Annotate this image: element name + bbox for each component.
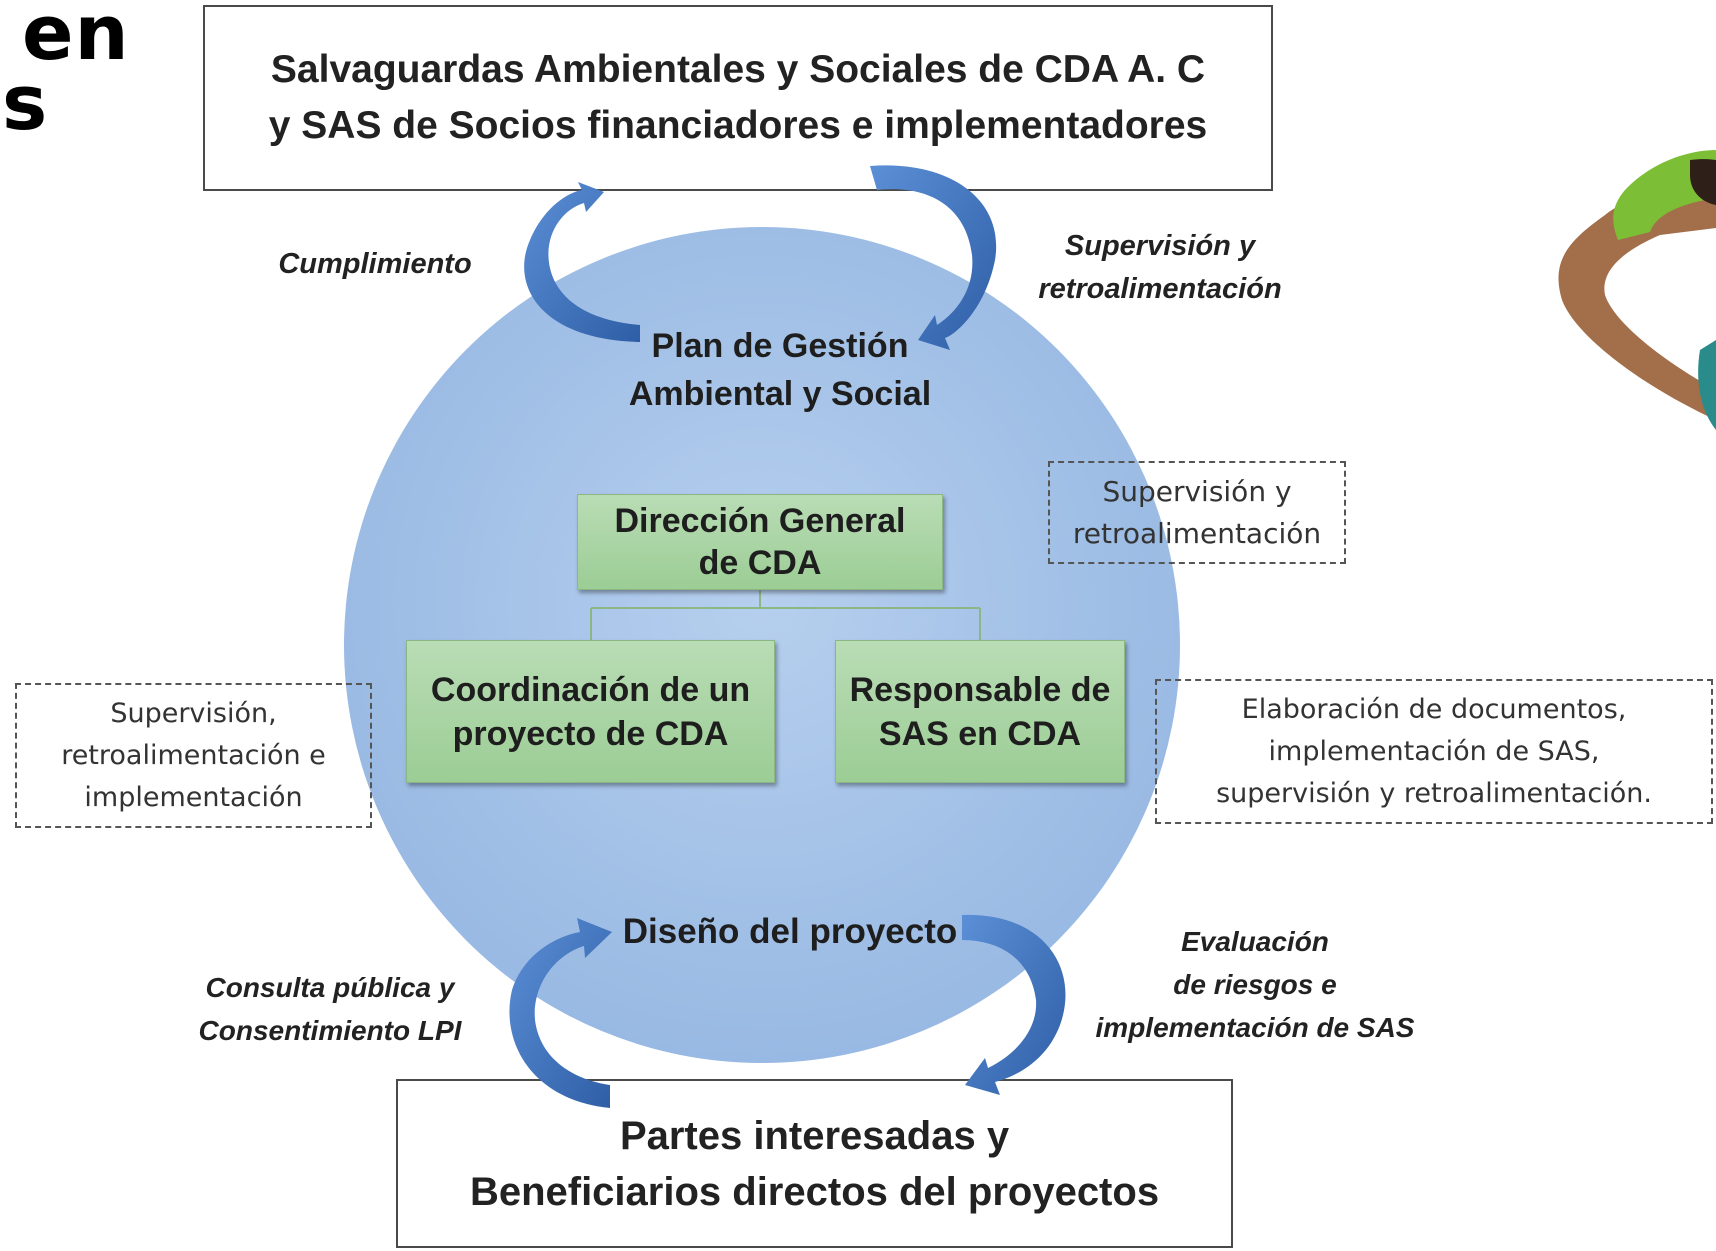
note-right-line-2: implementación de SAS, — [1268, 735, 1600, 767]
org-left-child-box: Coordinación de un proyecto de CDA — [406, 640, 775, 783]
note-elaboration-right: Elaboración de documentos, implementació… — [1155, 679, 1713, 824]
org-root-line-2: de CDA — [698, 544, 822, 582]
note-left-line-2: retroalimentación e — [61, 739, 326, 771]
top-safeguards-box: Salvaguardas Ambientales y Sociales de C… — [203, 5, 1273, 191]
label-compliance-text: Cumplimiento — [278, 248, 472, 280]
project-design-text: Diseño del proyecto — [622, 912, 958, 951]
bottom-box-line-2: Beneficiarios directos del proyectos — [469, 1169, 1160, 1214]
org-left-line-2: proyecto de CDA — [452, 714, 729, 753]
label-public-consultation: Consulta pública y Consentimiento LPI — [170, 966, 490, 1052]
bottom-stakeholders-box: Partes interesadas y Beneficiarios direc… — [396, 1079, 1233, 1248]
note-supervision-left: Supervisión, retroalimentación e impleme… — [15, 683, 372, 828]
label-compliance: Cumplimiento — [255, 244, 495, 284]
heading-line-1: en — [22, 0, 130, 77]
management-plan-line-1: Plan de Gestión — [651, 327, 909, 365]
note-rt-line-1: Supervisión y — [1102, 474, 1292, 508]
management-plan-line-2: Ambiental y Social — [628, 375, 932, 413]
label-tr-line-2: retroalimentación — [1038, 273, 1282, 305]
bottom-box-line-1: Partes interesadas y — [619, 1113, 1010, 1158]
top-box-line-2: y SAS de Socios financiadores e implemen… — [268, 104, 1208, 147]
org-root-line-1: Dirección General — [614, 502, 906, 540]
note-left-line-1: Supervisión, — [110, 697, 277, 729]
label-risk-evaluation: Evaluación de riesgos e implementación d… — [1070, 920, 1440, 1049]
note-rt-line-2: retroalimentación — [1072, 516, 1322, 550]
label-supervision-top-right: Supervisión y retroalimentación — [1010, 225, 1310, 311]
org-right-line-2: SAS en CDA — [878, 714, 1082, 753]
note-left-line-3: implementación — [84, 781, 303, 813]
org-root-box: Dirección General de CDA — [577, 494, 943, 590]
management-plan-title: Plan de Gestión Ambiental y Social — [590, 322, 970, 418]
note-right-line-1: Elaboración de documentos, — [1241, 693, 1627, 725]
label-br-line-1: Evaluación — [1181, 926, 1329, 957]
label-br-line-2: de riesgos e — [1173, 969, 1337, 1000]
heading-line-2: s — [2, 58, 49, 147]
org-right-child-box: Responsable de SAS en CDA — [835, 640, 1125, 783]
label-br-line-3: implementación de SAS — [1095, 1012, 1415, 1043]
note-right-line-3: supervisión y retroalimentación. — [1216, 777, 1652, 809]
label-bl-line-1: Consulta pública y — [205, 972, 455, 1003]
project-design-title: Diseño del proyecto — [600, 908, 980, 956]
org-left-line-1: Coordinación de un — [430, 670, 751, 709]
label-bl-line-2: Consentimiento LPI — [198, 1015, 462, 1046]
heading-partial: en s — [2, 0, 130, 147]
org-connectors — [590, 590, 981, 640]
note-supervision-right-top: Supervisión y retroalimentación — [1048, 461, 1346, 564]
org-right-line-1: Responsable de — [849, 670, 1111, 709]
label-tr-line-1: Supervisión y — [1064, 230, 1256, 262]
top-box-line-1: Salvaguardas Ambientales y Sociales de C… — [270, 48, 1206, 91]
